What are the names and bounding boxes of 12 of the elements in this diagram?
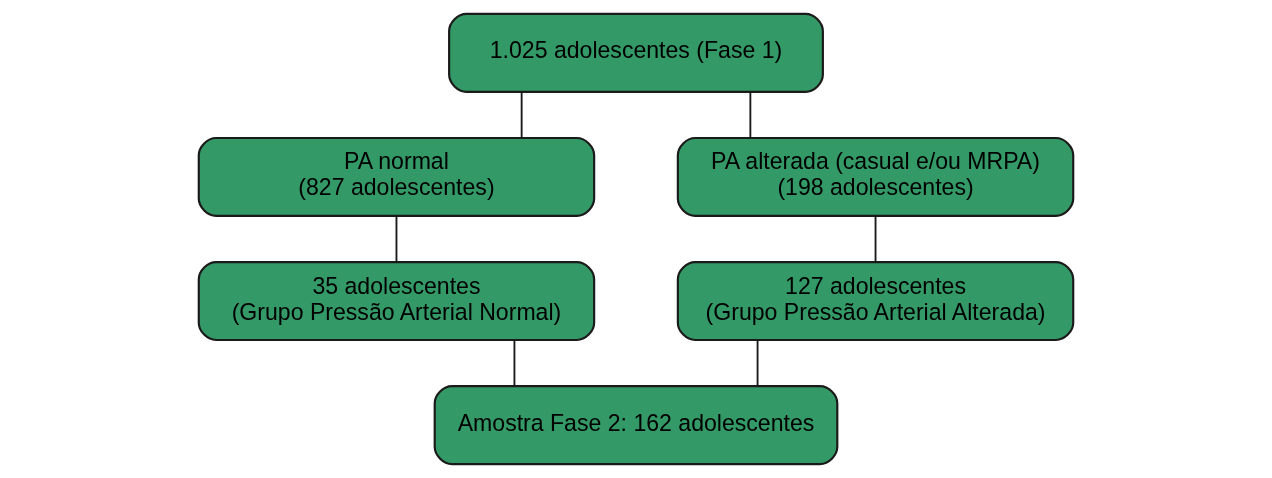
connector bbox=[749, 91, 752, 139]
node-box: PA alterada (casual e/ou MRPA) (198 adolescentes) bbox=[676, 136, 1075, 217]
connector bbox=[395, 215, 398, 263]
node-box: 127 adolescentes (Grupo Pressão Arterial Alterada) bbox=[676, 261, 1075, 342]
connector bbox=[874, 215, 877, 263]
node-box: Amostra Fase 2: 162 adolescentes bbox=[433, 385, 839, 466]
connector bbox=[520, 91, 523, 139]
node-box: PA normal (827 adolescentes) bbox=[197, 136, 596, 217]
node-box: 1.025 adolescentes (Fase 1) bbox=[448, 12, 824, 93]
connector bbox=[513, 339, 516, 388]
connector bbox=[756, 339, 759, 388]
node-box: 35 adolescentes (Grupo Pressão Arterial Normal) bbox=[197, 261, 596, 342]
